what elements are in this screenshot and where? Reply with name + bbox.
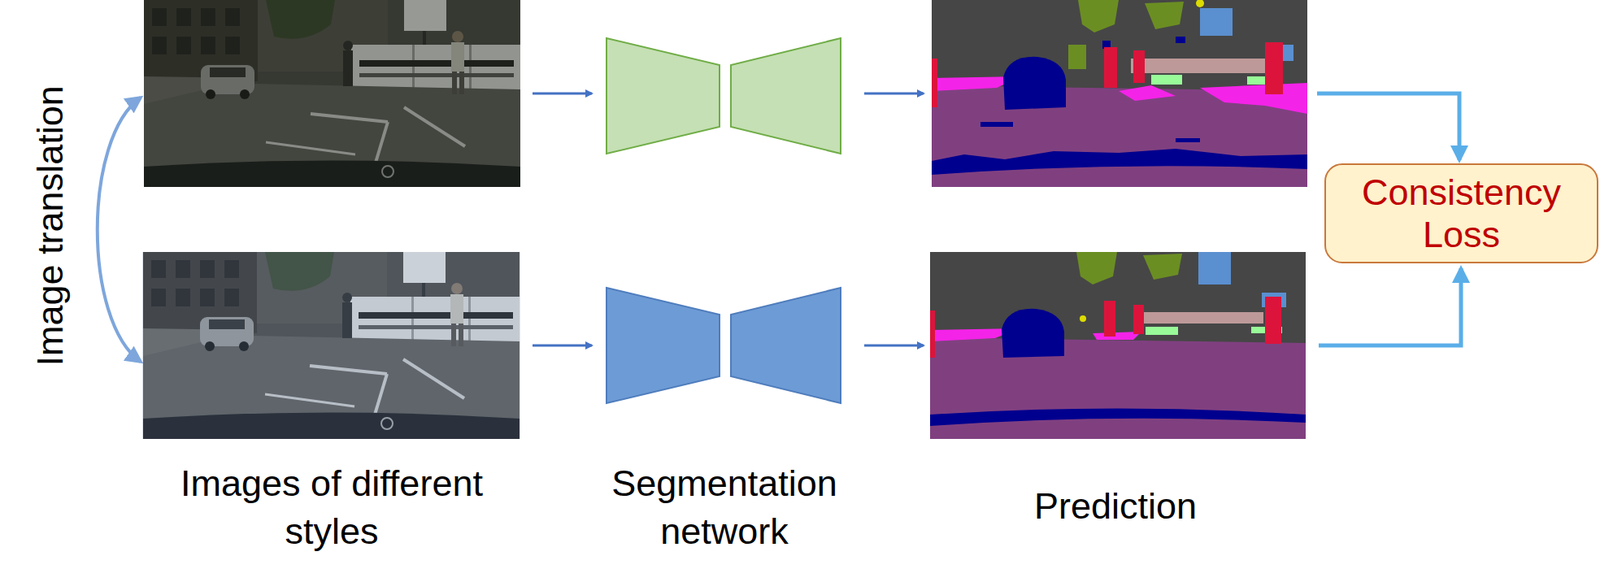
art-path xyxy=(1118,85,1176,101)
loss-connector xyxy=(1317,93,1460,161)
art-rect xyxy=(1265,42,1283,95)
art-rect xyxy=(931,58,938,108)
art-rect xyxy=(1198,252,1231,285)
art-path xyxy=(1078,0,1119,33)
art-use xyxy=(143,252,520,440)
art-rect xyxy=(930,252,1306,440)
input-image-top xyxy=(143,0,521,187)
art-rect xyxy=(1068,44,1087,70)
flow-arrow xyxy=(532,92,592,96)
art-path xyxy=(606,38,720,154)
art-rect xyxy=(1200,8,1233,36)
art-path xyxy=(1003,56,1066,110)
art-rect xyxy=(1133,50,1145,83)
art-rect xyxy=(142,252,521,440)
art-rect xyxy=(1175,138,1200,143)
art-rect xyxy=(143,0,521,187)
art-path xyxy=(1076,252,1118,285)
art-path xyxy=(1144,1,1184,30)
column-label: Segmentation network xyxy=(569,460,879,556)
art-rect xyxy=(1145,326,1179,335)
input-image-bottom xyxy=(142,252,521,440)
art-rect xyxy=(930,310,935,358)
art-path xyxy=(606,287,720,404)
art-circle xyxy=(1079,315,1087,322)
art-path xyxy=(930,337,1306,440)
translation-arrow xyxy=(97,97,141,362)
art-path xyxy=(930,408,1306,427)
art-path xyxy=(730,38,841,154)
art-path xyxy=(1200,82,1308,114)
flow-arrow xyxy=(864,92,924,96)
art-circle xyxy=(1195,0,1205,8)
axis-label: Image translation xyxy=(29,34,72,418)
flow-arrow xyxy=(864,344,924,348)
loss-box: Consistency Loss xyxy=(1324,163,1599,264)
column-label: Images of different styles xyxy=(177,460,487,556)
art-use xyxy=(143,0,521,187)
art-rect xyxy=(980,121,1014,127)
art-rect xyxy=(1151,74,1183,85)
flow-arrow xyxy=(532,344,592,348)
art-rect xyxy=(1130,58,1270,74)
segmentation-network-bottom xyxy=(606,287,841,404)
prediction-map-bottom xyxy=(930,252,1306,440)
art-rect xyxy=(1133,304,1144,335)
art-rect xyxy=(1104,47,1118,88)
art-rect xyxy=(1133,312,1264,324)
art-rect xyxy=(1175,36,1186,44)
prediction-map-top xyxy=(931,0,1308,187)
art-path xyxy=(730,287,841,404)
segmentation-network-top xyxy=(606,38,841,154)
column-label: Prediction xyxy=(960,482,1270,531)
art-path xyxy=(1143,253,1183,280)
art-rect xyxy=(1104,300,1116,337)
art-rect xyxy=(1265,296,1282,344)
art-path xyxy=(1001,308,1065,358)
loss-connector xyxy=(1318,268,1461,346)
art-rect xyxy=(931,0,1308,187)
art-path xyxy=(931,148,1308,175)
node-label: Consistency Loss xyxy=(1350,171,1573,257)
